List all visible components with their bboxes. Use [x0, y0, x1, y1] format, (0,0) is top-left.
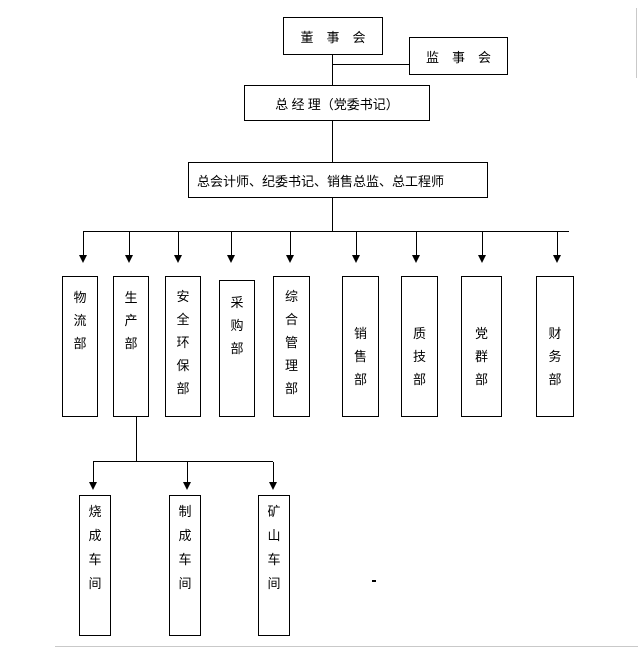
node-dept-logistics: 物流部 — [62, 276, 98, 417]
connector-staffbar-drop — [332, 198, 333, 231]
arrow-down — [125, 232, 134, 263]
arrow-stem — [290, 232, 291, 256]
arrow-head-icon — [269, 482, 277, 490]
connector-gm-staffbar — [332, 121, 333, 162]
workshop-distribution-line — [93, 461, 273, 462]
arrow-stem — [356, 232, 357, 256]
node-general-manager: 总 经 理（党委书记） — [244, 85, 430, 121]
arrow-head-icon — [227, 255, 235, 263]
arrow-down — [174, 232, 183, 263]
arrow-down — [269, 462, 278, 490]
node-dept-quality-tech: 质技部 — [401, 276, 438, 417]
arrow-stem — [83, 232, 84, 256]
node-supervisory: 监 事 会 — [409, 37, 508, 75]
node-dept-general-management: 综合管理部 — [273, 276, 310, 417]
arrow-down — [412, 232, 421, 263]
arrow-down — [286, 232, 295, 263]
arrow-down — [553, 232, 562, 263]
node-dept-safety-environment: 安全环保部 — [165, 276, 201, 417]
arrow-stem — [93, 462, 94, 483]
arrow-stem — [178, 232, 179, 256]
arrow-down — [352, 232, 361, 263]
arrow-down — [89, 462, 98, 490]
arrow-head-icon — [125, 255, 133, 263]
connector-board-supervisory — [332, 64, 409, 65]
arrow-head-icon — [89, 482, 97, 490]
arrow-head-icon — [79, 255, 87, 263]
node-dept-sales: 销售部 — [342, 276, 379, 417]
arrow-stem — [557, 232, 558, 256]
page-edge-bottom — [55, 646, 638, 647]
node-workshop-mining: 矿山车间 — [258, 495, 290, 636]
arrow-down — [478, 232, 487, 263]
arrow-head-icon — [478, 255, 486, 263]
node-dept-party-mass: 党群部 — [461, 276, 502, 417]
arrow-stem — [273, 462, 274, 483]
connector-production-drop — [136, 417, 137, 461]
page-edge-right — [636, 8, 637, 78]
arrow-head-icon — [553, 255, 561, 263]
arrow-head-icon — [352, 255, 360, 263]
arrow-stem — [231, 232, 232, 256]
arrow-down — [79, 232, 88, 263]
arrow-stem — [129, 232, 130, 256]
arrow-head-icon — [183, 482, 191, 490]
node-dept-finance: 财务部 — [536, 276, 574, 417]
connector-board-gm — [332, 55, 333, 85]
arrow-stem — [416, 232, 417, 256]
arrow-stem — [187, 462, 188, 483]
arrow-head-icon — [412, 255, 420, 263]
node-dept-production: 生产部 — [113, 276, 149, 417]
node-staff-bar: 总会计师、纪委书记、销售总监、总工程师 — [188, 162, 488, 198]
stray-dot — [372, 580, 376, 582]
arrow-down — [183, 462, 192, 490]
arrow-head-icon — [286, 255, 294, 263]
node-board: 董 事 会 — [283, 17, 383, 55]
arrow-stem — [482, 232, 483, 256]
node-workshop-finishing: 制成车间 — [169, 495, 201, 636]
arrow-down — [227, 232, 236, 263]
node-dept-procurement: 采购部 — [219, 280, 255, 417]
distribution-line — [83, 231, 569, 232]
node-workshop-sintering: 烧成车间 — [79, 495, 111, 636]
arrow-head-icon — [174, 255, 182, 263]
